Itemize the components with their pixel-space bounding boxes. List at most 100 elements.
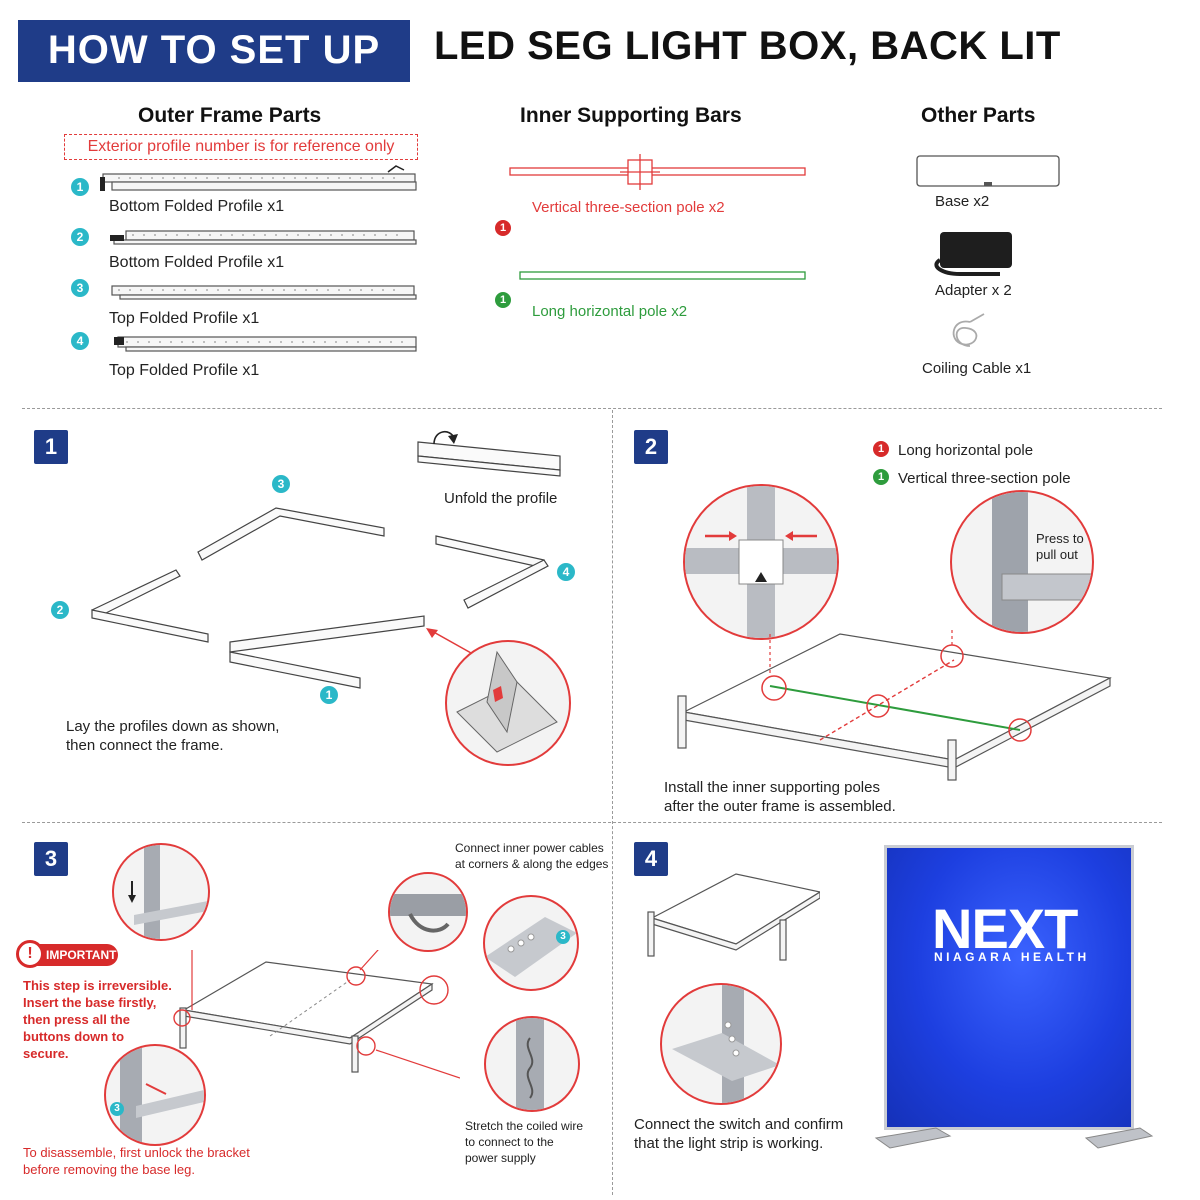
inner-item-1-badge: 1: [495, 220, 511, 236]
press-label-line-1: Press to: [1036, 531, 1084, 546]
step-2-caption-line-1: Install the inner supporting poles: [664, 779, 880, 796]
adapter-label: Adapter x 2: [935, 282, 1012, 299]
step-1-drawing: [91, 431, 561, 689]
profile-2-end-cap: [110, 235, 124, 241]
profile-2-lip: [113, 239, 417, 245]
base-label: Base x2: [935, 193, 990, 210]
step-3-zoom-cable: [388, 872, 468, 952]
frame-piece-4-side: [463, 559, 549, 609]
outer-item-1-label: Bottom Folded Profile x1: [109, 198, 285, 215]
brand-subtitle: NIAGARA HEALTH: [934, 950, 1090, 964]
inner-item-1-label: Vertical three-section pole x2: [532, 199, 725, 216]
switch-detail: [672, 985, 780, 1103]
frame-piece-2-front: [91, 609, 209, 643]
important-badge: ! IMPORTANT: [16, 940, 118, 968]
outer-item-2-label: Bottom Folded Profile x1: [109, 254, 285, 271]
warning-line-3: then press all the: [23, 1012, 130, 1027]
step-1-zoom-circle: [445, 640, 571, 766]
profile-4-rail: [117, 336, 417, 348]
outer-item-4-label: Top Folded Profile x1: [109, 362, 260, 379]
outer-item-3-label: Top Folded Profile x1: [109, 310, 260, 327]
profile-3-lip: [119, 294, 417, 300]
step-4-badge: 4: [634, 842, 668, 876]
outer-profiles-drawing: [100, 165, 417, 352]
step-4-caption-line-1: Connect the switch and confirm: [634, 1116, 844, 1133]
outer-item-3-badge: 3: [71, 279, 89, 297]
outer-item-2-badge: 2: [71, 228, 89, 246]
stretch-line-3: power supply: [465, 1151, 536, 1165]
step-2-legend-2-label: Vertical three-section pole: [898, 470, 1071, 487]
divider-middle: [22, 822, 1162, 823]
coiling-cable-label: Coiling Cable x1: [922, 360, 1032, 377]
press-detail: [992, 492, 1092, 632]
connector-detail: [685, 486, 837, 638]
step-4-caption-line-2: that the light strip is working.: [634, 1135, 824, 1152]
profile-1-end-cap: [100, 177, 105, 191]
disassemble-line-2: before removing the base leg.: [23, 1162, 195, 1177]
step-3-callout: 3: [110, 1102, 124, 1116]
step-2-badge: 2: [634, 430, 668, 464]
stretch-line-1: Stretch the coiled wire: [465, 1119, 584, 1133]
lightbox-feet: [874, 1127, 1154, 1149]
divider-top: [22, 408, 1162, 409]
step-4-zoom-switch: [660, 983, 782, 1105]
step-3-connect-line-1: Connect inner power cables: [455, 841, 604, 855]
step-2-legend-1-badge: 1: [873, 441, 889, 457]
frame-piece-2-side: [91, 569, 181, 619]
step-2-legend-2-badge: 1: [873, 469, 889, 485]
step-4-frame-drawing: [647, 873, 820, 961]
bracket-detail: [120, 1046, 204, 1144]
adapter-icon: [940, 232, 1012, 268]
profile-1-top-rail: [102, 173, 416, 183]
disassemble-line-1: To disassemble, first unlock the bracket: [23, 1145, 250, 1160]
step-3-zoom-base: [112, 843, 210, 941]
header-badge: HOW TO SET UP: [18, 20, 410, 82]
warning-line-5: secure.: [23, 1046, 69, 1061]
inner-item-2-label: Long horizontal pole x2: [532, 303, 688, 320]
frame-piece-3: [197, 507, 385, 561]
inner-bars-title: Inner Supporting Bars: [520, 104, 742, 127]
outer-frame-title: Outer Frame Parts: [138, 104, 322, 127]
step-3-corner-callout: 3: [556, 930, 570, 944]
lit-lightbox-panel: [884, 845, 1134, 1130]
other-parts-drawing: [916, 155, 1060, 347]
step-3-zoom-corner: [483, 895, 579, 991]
step-3-connect-line-2: at corners & along the edges: [455, 857, 609, 871]
cable-detail: [390, 894, 466, 933]
profile-1-cable: [387, 165, 405, 173]
step-1-zoom-detail: [456, 650, 558, 753]
corner-detail: [485, 917, 577, 977]
profile-4-end-cap: [114, 337, 124, 345]
warning-line-2: Insert the base firstly,: [23, 995, 157, 1010]
frame-piece-1-front: [229, 651, 361, 689]
important-label: IMPORTANT: [46, 948, 117, 962]
inner-item-2-badge: 1: [495, 292, 511, 308]
inner-bars-drawing: [509, 154, 806, 280]
page-title: LED SEG LIGHT BOX, BACK LIT: [434, 24, 1061, 68]
frame-piece-1-back: [229, 615, 425, 653]
coiling-cable-icon: [952, 320, 978, 347]
outer-item-1-badge: 1: [71, 178, 89, 196]
step-1-callout-4: 4: [557, 563, 575, 581]
stretch-line-2: to connect to the: [465, 1135, 554, 1149]
step-2-caption-line-2: after the outer frame is assembled.: [664, 798, 896, 815]
step-2-legend-1-label: Long horizontal pole: [898, 442, 1034, 459]
wire-detail: [516, 1018, 544, 1110]
warning-line-1: This step is irreversible.: [23, 978, 172, 993]
step-2-frame-drawing: [677, 630, 1112, 781]
step-3-frame-drawing: [173, 950, 460, 1079]
outer-item-4-badge: 4: [71, 332, 89, 350]
step-2-zoom-connector: [683, 484, 839, 640]
step-1-unfold-label: Unfold the profile: [444, 490, 558, 507]
profile-2-rail: [125, 230, 415, 241]
reference-note: Exterior profile number is for reference…: [64, 134, 418, 160]
step-1-badge: 1: [34, 430, 68, 464]
warning-icon: !: [16, 940, 44, 968]
base-icon: [916, 155, 1060, 187]
step-3-zoom-wire: [484, 1016, 580, 1112]
profile-1-bottom-rail: [111, 181, 417, 191]
base-insert-detail: [128, 845, 208, 939]
brand-logo-text: NEXT: [932, 897, 1078, 960]
step-1-caption-line-2: then connect the frame.: [66, 737, 224, 754]
step-1-caption-line-1: Lay the profiles down as shown,: [66, 718, 280, 735]
